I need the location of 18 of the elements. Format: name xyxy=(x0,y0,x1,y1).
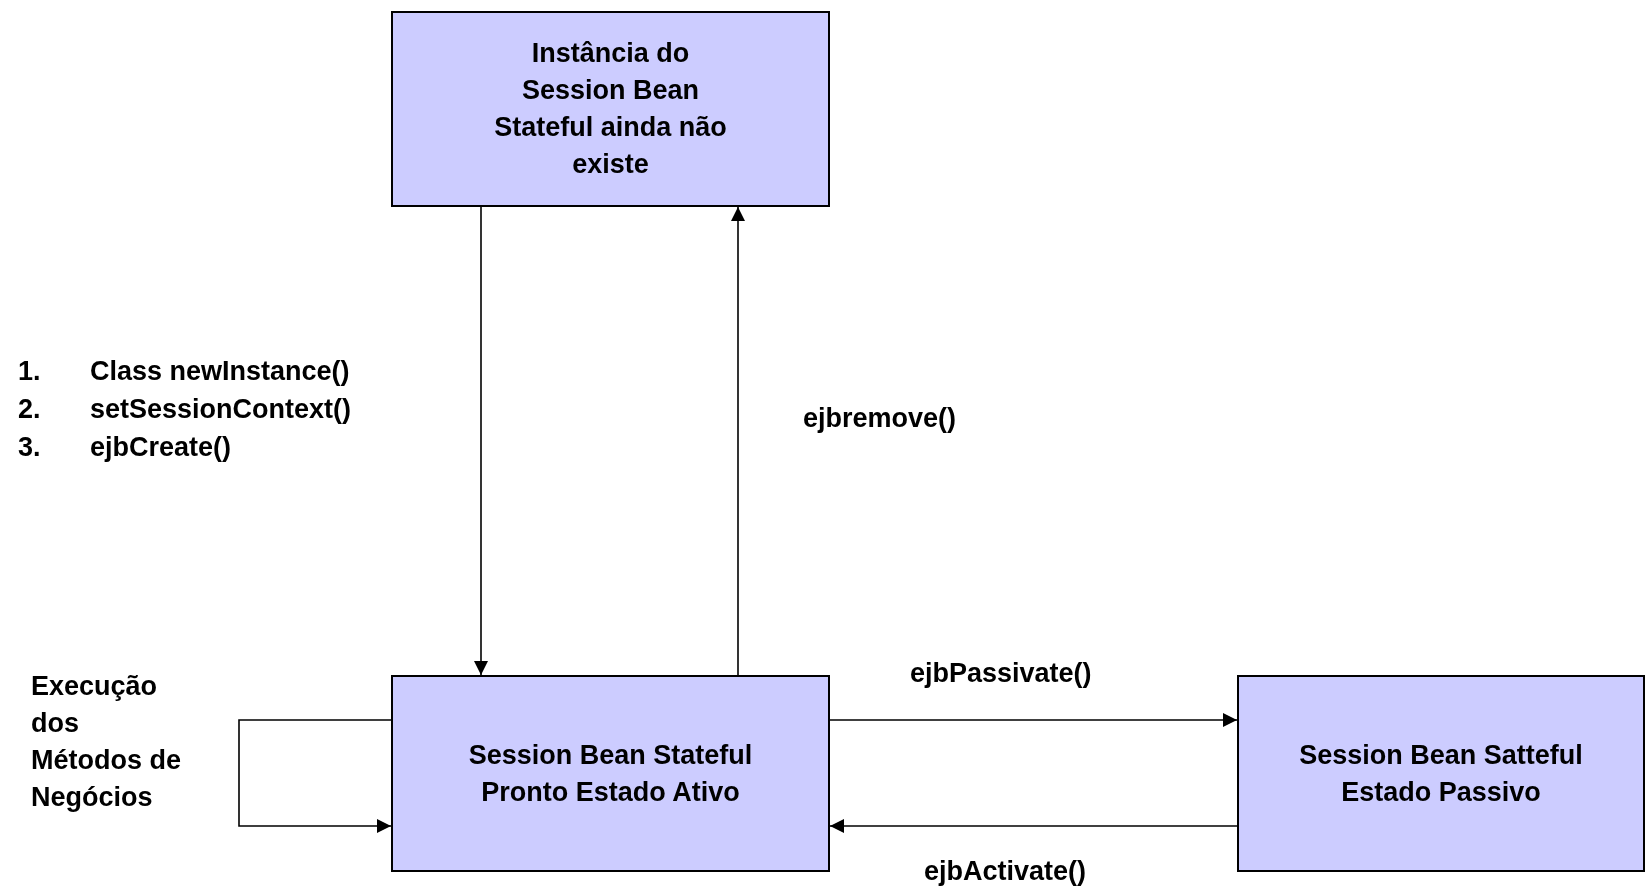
method-call-text: Class newInstance() xyxy=(90,355,350,388)
edge-label: Execução dos Métodos de Negócios xyxy=(31,670,182,814)
state-box xyxy=(1237,675,1645,872)
state-box xyxy=(391,675,830,872)
state-text: Session Bean Satteful Estado Passivo xyxy=(1298,738,1584,809)
method-call-text: setSessionContext() xyxy=(90,393,352,426)
arrow xyxy=(238,719,392,833)
step-number: 1. xyxy=(18,355,41,388)
arrow xyxy=(829,713,1238,727)
arrow xyxy=(829,819,1238,833)
step-number: 3. xyxy=(18,431,41,464)
step-number: 2. xyxy=(18,393,41,426)
state-text: Session Bean Stateful Pronto Estado Ativo xyxy=(467,738,754,809)
arrow xyxy=(474,206,488,676)
state-box xyxy=(391,11,830,207)
method-call-text: ejbCreate() xyxy=(90,431,232,464)
state-text: Instância do Session Bean Stateful ainda não existe xyxy=(493,37,728,181)
arrow xyxy=(731,206,745,676)
